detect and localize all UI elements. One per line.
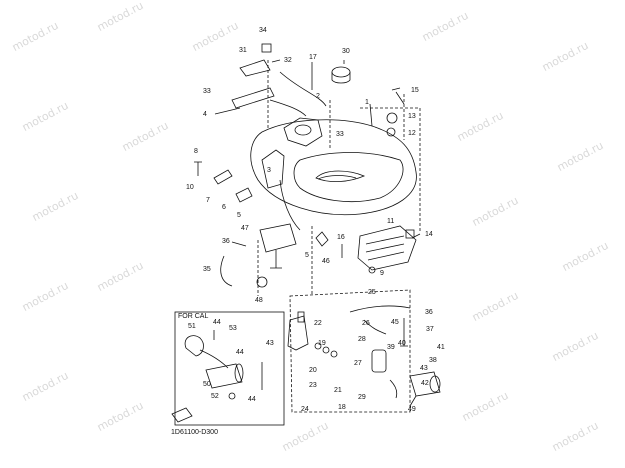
callout-6: 6 xyxy=(222,204,226,211)
callout-38: 38 xyxy=(429,357,437,364)
callout-44: 44 xyxy=(236,349,244,356)
callout-36: 36 xyxy=(425,309,433,316)
callout-2: 2 xyxy=(316,93,320,100)
filler-neck xyxy=(283,117,323,147)
callout-14: 14 xyxy=(425,231,433,238)
callout-21: 21 xyxy=(334,387,342,394)
callout-4: 4 xyxy=(203,111,207,118)
callout-16: 16 xyxy=(337,234,345,241)
callout-49: 49 xyxy=(408,406,416,413)
catalog-code: 1D61100-D300 xyxy=(171,429,218,436)
callout-10: 10 xyxy=(186,184,194,191)
callout-42: 42 xyxy=(421,380,429,387)
fuel-filter xyxy=(371,349,387,373)
callout-50: 50 xyxy=(203,381,211,388)
callout-25: 25 xyxy=(368,289,376,296)
rear-bracket xyxy=(357,225,417,271)
callout-33: 33 xyxy=(203,88,211,95)
callout-27: 27 xyxy=(354,360,362,367)
callout-28: 28 xyxy=(358,336,366,343)
callout-51: 51 xyxy=(188,323,196,330)
callout-12: 12 xyxy=(408,130,416,137)
callout-18: 18 xyxy=(338,404,346,411)
callout-5: 5 xyxy=(237,212,241,219)
bracket-33 xyxy=(231,87,275,109)
callout-43: 43 xyxy=(420,365,428,372)
callout-33: 33 xyxy=(336,131,344,138)
callout-11: 11 xyxy=(387,218,395,225)
callout-5: 5 xyxy=(305,252,309,259)
callout-39: 39 xyxy=(387,344,395,351)
fuel-tank-side-panel xyxy=(293,152,404,203)
callout-9: 9 xyxy=(380,270,384,277)
callout-44: 44 xyxy=(248,396,256,403)
callout-47: 47 xyxy=(241,225,249,232)
fuel-pump xyxy=(409,371,441,397)
callout-44: 44 xyxy=(213,319,221,326)
callout-37: 37 xyxy=(426,326,434,333)
callout-46: 46 xyxy=(322,258,330,265)
callout-17: 17 xyxy=(309,54,317,61)
bracket-47 xyxy=(259,223,297,253)
inset-title: FOR CAL xyxy=(178,313,209,320)
fuel-cap xyxy=(331,66,351,78)
small-bracket xyxy=(171,407,193,423)
callout-41: 41 xyxy=(437,344,445,351)
callout-7: 7 xyxy=(206,197,210,204)
callout-26: 26 xyxy=(362,320,370,327)
for-cal-inset-frame xyxy=(174,311,285,426)
callout-1: 1 xyxy=(365,99,369,106)
breather-hose xyxy=(279,71,327,107)
fuel-cock xyxy=(287,315,309,351)
callout-53: 53 xyxy=(229,325,237,332)
callout-22: 22 xyxy=(314,320,322,327)
callout-45: 45 xyxy=(391,319,399,326)
callout-15: 15 xyxy=(411,87,419,94)
callout-23: 23 xyxy=(309,382,317,389)
callout-35: 35 xyxy=(203,266,211,273)
callout-32: 32 xyxy=(284,57,292,64)
callout-29: 29 xyxy=(358,394,366,401)
callout-48: 48 xyxy=(255,297,263,304)
callout-8: 8 xyxy=(194,148,198,155)
tank-front-bracket xyxy=(261,149,285,189)
callout-13: 13 xyxy=(408,113,416,120)
callout-36: 36 xyxy=(222,238,230,245)
callout-34: 34 xyxy=(259,27,267,34)
callout-24: 24 xyxy=(301,406,309,413)
callout-31: 31 xyxy=(239,47,247,54)
fuel-tank xyxy=(250,119,417,216)
callout-52: 52 xyxy=(211,393,219,400)
callout-40: 40 xyxy=(398,340,406,347)
callout-20: 20 xyxy=(309,367,317,374)
callout-19: 19 xyxy=(318,340,326,347)
tank-emblem xyxy=(315,170,366,182)
callout-30: 30 xyxy=(342,48,350,55)
callout-3: 3 xyxy=(267,167,271,174)
callout-43: 43 xyxy=(266,340,274,347)
